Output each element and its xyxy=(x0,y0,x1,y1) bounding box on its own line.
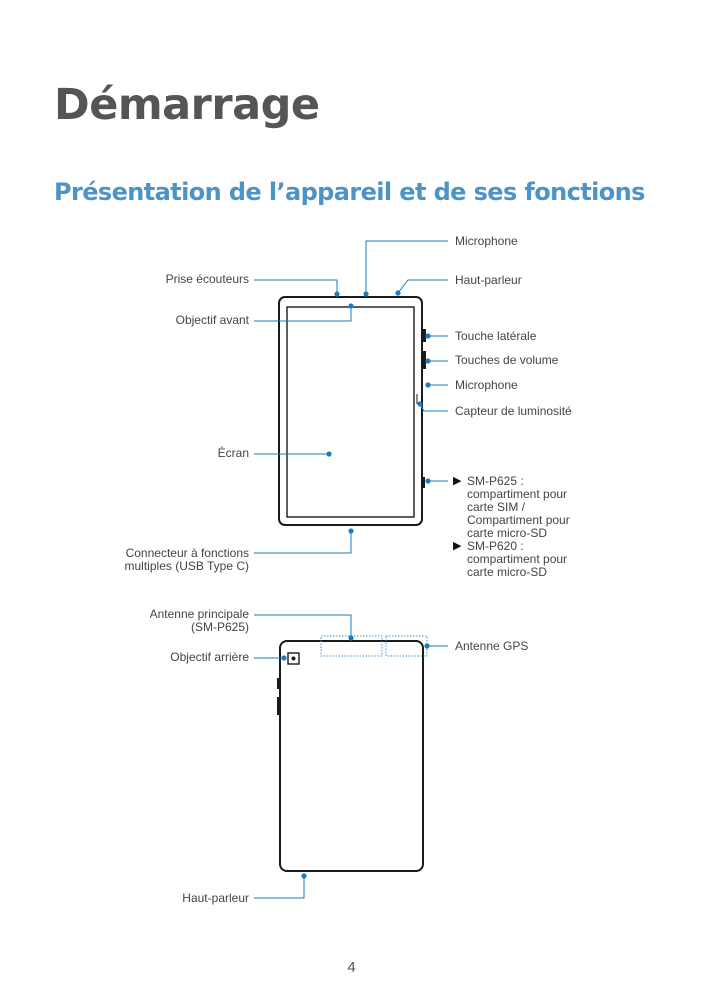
volume-keys xyxy=(422,351,426,369)
front-view xyxy=(278,296,426,526)
callout-microphone-top xyxy=(365,240,448,294)
front-screen xyxy=(286,306,415,518)
label-multipurpose-jack: Connecteur à fonctions multiples (USB Ty… xyxy=(124,546,249,573)
label-main-antenna: Antenne principale (SM-P625) xyxy=(149,607,249,634)
label-light-sensor: Capteur de luminosité xyxy=(455,404,572,418)
label-microphone-top: Microphone xyxy=(455,234,518,248)
callout-main-antenna xyxy=(254,614,352,638)
bullet-triangle-icon: ▶ xyxy=(453,475,462,487)
bullet-triangle-icon: ▶ xyxy=(453,540,462,552)
callout-multipurpose-jack xyxy=(254,531,352,554)
label-microphone-side: Microphone xyxy=(455,378,518,392)
label-speaker-top: Haut-parleur xyxy=(455,273,522,287)
label-volume-keys: Touches de volume xyxy=(455,353,559,367)
callout-speaker-top xyxy=(397,279,448,294)
side-key xyxy=(422,329,426,342)
page-title: Démarrage xyxy=(54,80,320,130)
label-side-key: Touche latérale xyxy=(455,329,537,343)
section-title: Présentation de l’appareil et de ses fon… xyxy=(54,178,645,206)
label-front-camera: Objectif avant xyxy=(175,313,249,327)
callout-front-camera xyxy=(254,306,352,322)
callout-lines xyxy=(254,240,448,899)
sim-tray xyxy=(422,477,425,488)
label-rear-camera: Objectif arrière xyxy=(170,650,249,664)
back-side-key xyxy=(277,678,280,689)
label-speaker-bottom: Haut-parleur xyxy=(182,891,249,905)
label-headphone-jack: Prise écouteurs xyxy=(165,272,249,286)
back-view xyxy=(277,635,428,872)
back-device-body xyxy=(279,640,424,872)
callout-light-sensor xyxy=(419,403,448,412)
callout-dots xyxy=(281,290,431,879)
page-number: 4 xyxy=(347,959,356,976)
back-volume-keys xyxy=(277,697,280,715)
label-gps-antenna: Antenne GPS xyxy=(455,639,529,653)
callout-speaker-bottom xyxy=(254,876,305,899)
callout-headphone-jack xyxy=(254,279,338,294)
label-screen: Écran xyxy=(217,446,249,460)
